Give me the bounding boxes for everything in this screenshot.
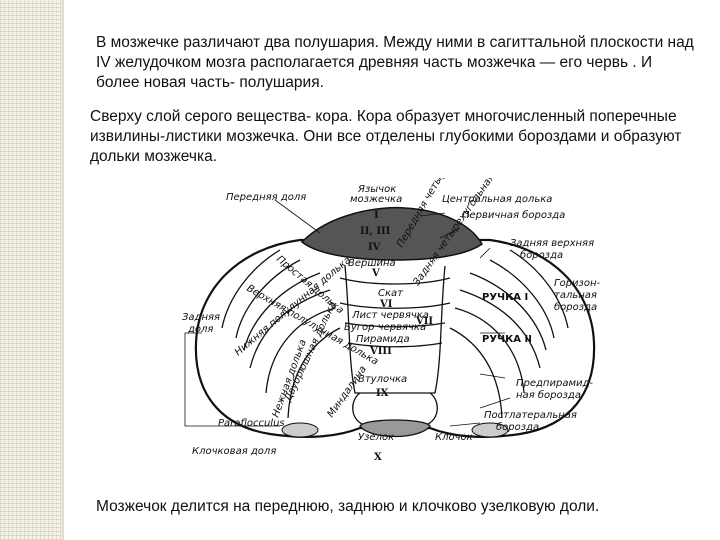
label-klochkovaya-dolya: Клочковая доля	[192, 446, 276, 457]
numeral-i: I	[374, 210, 379, 221]
label-zadnyaya-dolya2: доля	[187, 324, 213, 335]
numeral-ix: IX	[376, 388, 389, 399]
label-predpiramidnaya2: ная борозда	[516, 389, 581, 401]
label-paraflocculus: Paraflocculus	[218, 418, 285, 429]
label-vtulochka: Втулочка	[358, 374, 407, 385]
paragraph-lobes: Мозжечок делится на переднюю, заднюю и к…	[96, 497, 706, 517]
numeral-viii: VIII	[369, 346, 392, 357]
label-pervichnaya-borozda: Первичная борозда	[462, 209, 565, 221]
label-predpiramidnaya: Предпирамид-	[516, 378, 593, 389]
numeral-vii: VII	[415, 316, 433, 327]
numeral-ii-iii: II, III	[360, 226, 391, 237]
numeral-iv: IV	[368, 242, 381, 253]
left-decorative-stripe	[0, 0, 62, 540]
paragraph-cortex: Сверху слой серого вещества- кора. Кора …	[90, 107, 700, 167]
paragraph-vermis: В мозжечке различают два полушария. Межд…	[96, 33, 696, 93]
cerebellum-diagram: Язычок мозжечка Передняя доля Центральна…	[180, 178, 610, 478]
label-postlateralnaya2: борозда	[496, 421, 539, 433]
label-ruchka1: РУЧКА I	[482, 292, 528, 303]
label-gorizontalnaya2: тальная	[554, 290, 597, 301]
label-zadnyaya-verkhnyaya: Задняя верхняя	[510, 238, 594, 249]
label-skat: Скат	[378, 288, 404, 299]
numeral-v: V	[371, 268, 380, 279]
label-uzelok: Узелок	[358, 432, 394, 443]
label-borozda-1: борозда	[520, 249, 563, 261]
label-mozzhechka: мозжечка	[350, 194, 402, 205]
numeral-x: X	[374, 452, 382, 463]
label-gorizontalnaya3: борозда	[554, 301, 597, 313]
label-klochok: Клочок	[435, 432, 473, 443]
label-piramida: Пирамида	[356, 334, 410, 345]
flocculus-left	[282, 423, 318, 437]
label-bugor-chervya: Бугор червячка	[344, 322, 426, 333]
stripe-edge	[62, 0, 64, 540]
label-perednyaya-dolya: Передняя доля	[226, 192, 306, 203]
label-ruchka2: РУЧКА II	[482, 334, 532, 345]
label-centralnaya-dolka: Центральная долька	[442, 194, 552, 205]
numeral-vi: VI	[379, 299, 393, 310]
label-gorizontalnaya: Горизон-	[554, 278, 601, 289]
label-zadnyaya-dolya: Задняя	[182, 312, 220, 323]
label-postlateralnaya: Постлатеральная	[484, 410, 577, 421]
